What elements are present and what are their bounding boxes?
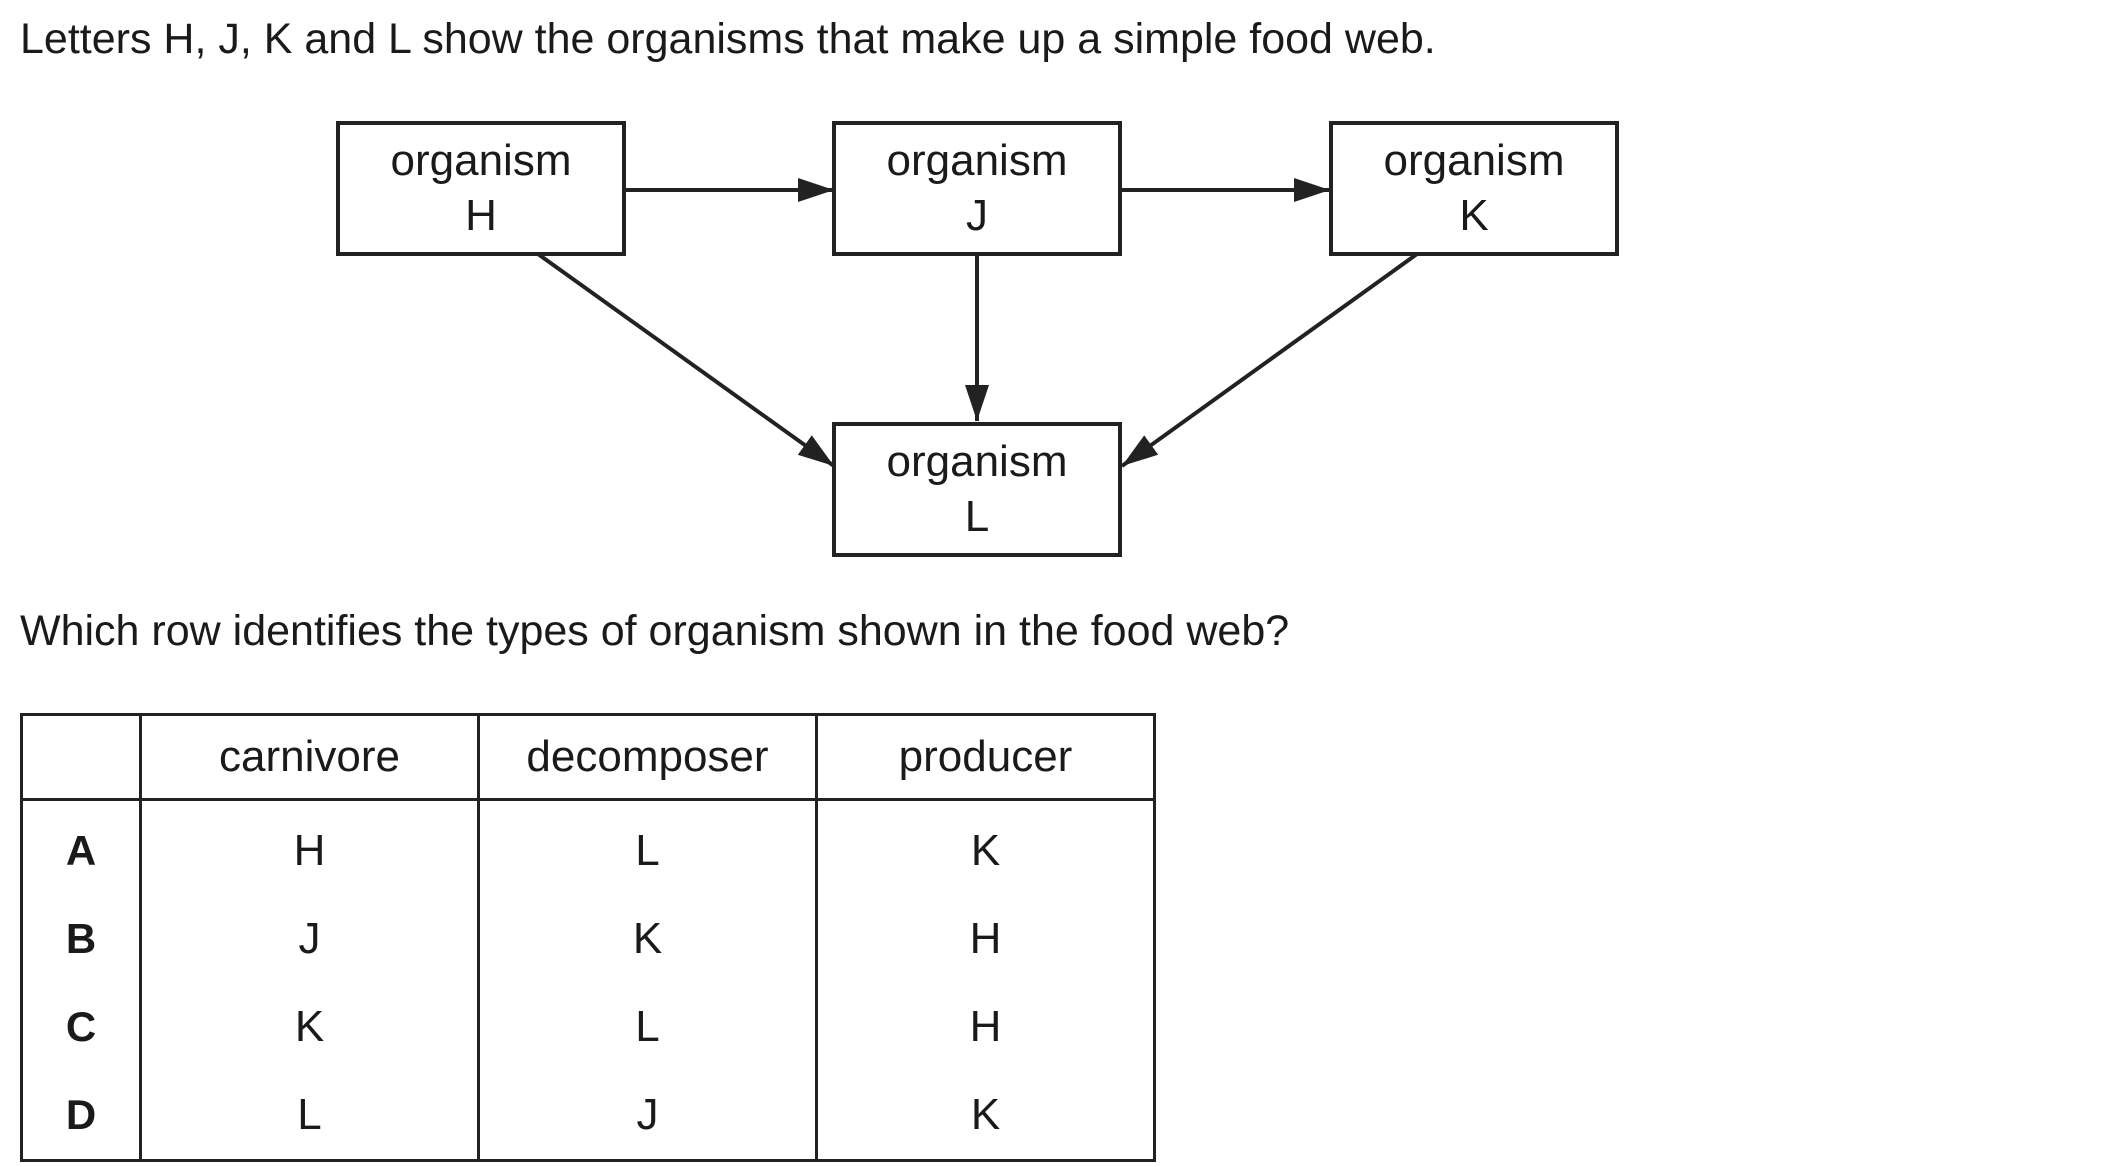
arrow-k-to-l [1120,252,1419,468]
cell-decomposer: J [477,1071,818,1162]
cell-decomposer: K [477,895,818,983]
table-header-row: carnivore decomposer producer [20,713,1156,801]
row-key: C [20,983,142,1071]
cell-decomposer: L [477,983,818,1071]
question-text: Which row identifies the types of organi… [20,607,1290,655]
cell-producer: H [815,895,1156,983]
row-key: A [20,799,142,895]
organism-h-box: organism H [336,121,626,256]
organism-j-box: organism J [832,121,1122,256]
table-row: C K L H [20,983,1156,1071]
organism-l-letter: L [965,492,989,541]
table-row: D L J K [20,1071,1156,1162]
table-row: A H L K [20,799,1156,895]
answer-table: carnivore decomposer producer A H L K B … [20,713,1156,1162]
header-carnivore: carnivore [139,713,480,801]
cell-carnivore: J [139,895,480,983]
cell-carnivore: L [139,1071,480,1162]
organism-k-label: organism [1384,136,1565,185]
header-decomposer: decomposer [477,713,818,801]
organism-j-label: organism [887,136,1068,185]
organism-l-box: organism L [832,422,1122,557]
food-web-diagram: organism H organism J organism K organis… [336,121,1619,557]
organism-k-box: organism K [1329,121,1619,256]
cell-carnivore: K [139,983,480,1071]
cell-carnivore: H [139,799,480,895]
header-blank [20,713,142,801]
cell-producer: H [815,983,1156,1071]
row-key: B [20,895,142,983]
organism-h-label: organism [391,136,572,185]
cell-producer: K [815,799,1156,895]
arrow-h-to-l [536,252,836,468]
organism-h-letter: H [465,191,497,240]
cell-producer: K [815,1071,1156,1162]
cell-decomposer: L [477,799,818,895]
organism-k-letter: K [1459,191,1488,240]
row-key: D [20,1071,142,1162]
header-producer: producer [815,713,1156,801]
organism-l-label: organism [887,437,1068,486]
table-row: B J K H [20,895,1156,983]
intro-text: Letters H, J, K and L show the organisms… [20,15,1436,63]
organism-j-letter: J [966,191,988,240]
